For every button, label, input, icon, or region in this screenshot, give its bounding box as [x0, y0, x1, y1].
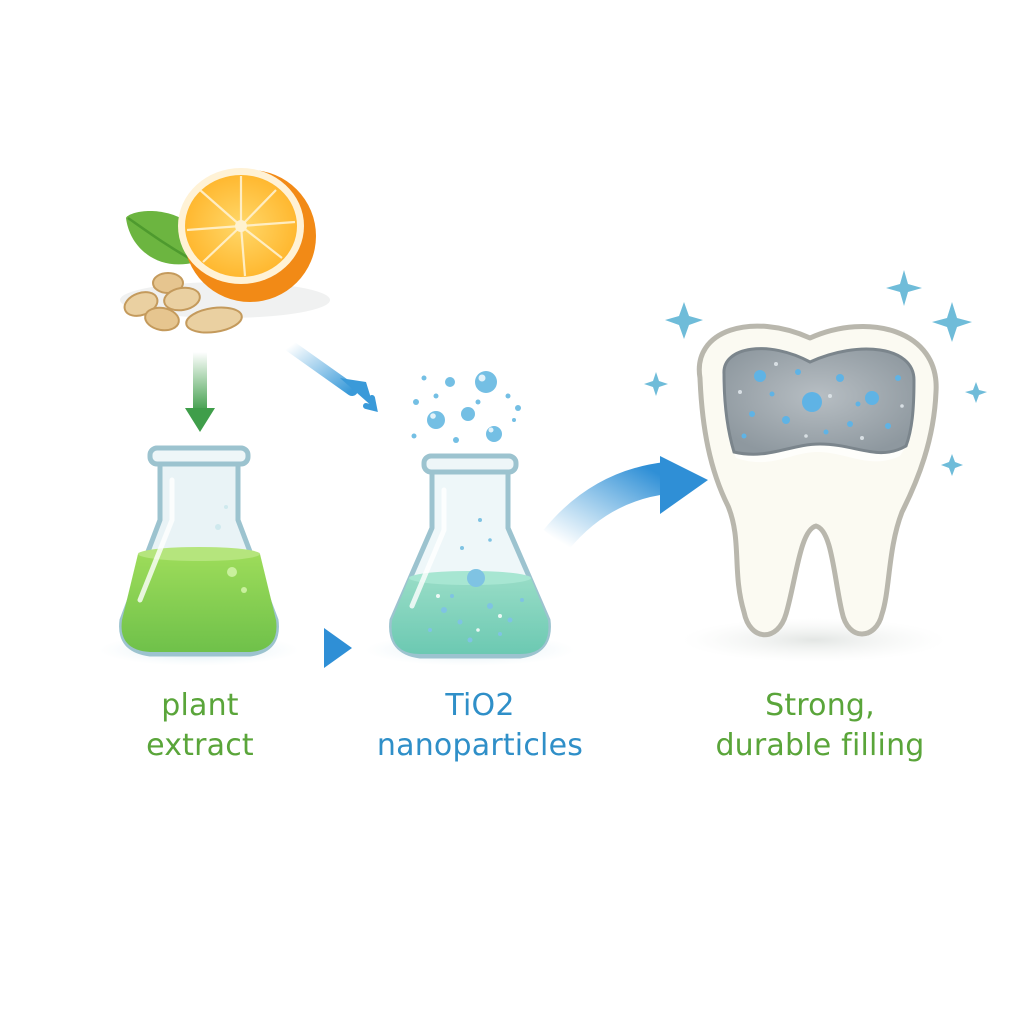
orange-icon	[178, 168, 316, 302]
plant-extract-label: plant extract	[100, 686, 300, 766]
sparkle-icon	[644, 270, 987, 476]
nanoparticles-label-line2: nanoparticles	[376, 728, 584, 763]
filling-label-line1: Strong,	[765, 688, 875, 723]
filling-label: Strong, durable filling	[670, 686, 970, 766]
plant-extract-label-line2: extract	[146, 728, 254, 763]
ingredients	[120, 168, 330, 334]
bubbles-icon	[411, 371, 521, 443]
arrow-diagonal-icon	[284, 340, 378, 413]
seeds-icon	[123, 272, 243, 334]
flask-icon-plant-extract	[99, 445, 299, 666]
filling-label-line2: durable filling	[715, 728, 925, 763]
arrow-down-icon	[185, 352, 215, 432]
arrow-curve-icon	[543, 456, 708, 551]
nanoparticles-label-line1: TiO2	[445, 688, 515, 723]
nanoparticles-label: TiO2 nanoparticles	[350, 686, 610, 766]
flask-icon-nanoparticles	[365, 453, 575, 666]
plant-extract-label-line1: plant	[161, 688, 239, 723]
filling-icon	[722, 347, 916, 456]
arrow-right-icon	[304, 628, 352, 668]
tooth-icon	[682, 323, 946, 662]
